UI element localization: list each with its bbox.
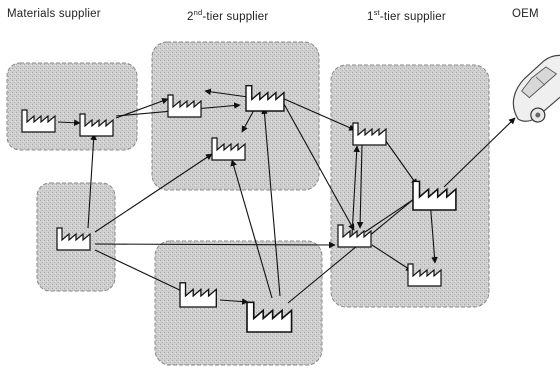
materials-cluster-top: [7, 63, 137, 150]
car-icon: [500, 45, 560, 132]
